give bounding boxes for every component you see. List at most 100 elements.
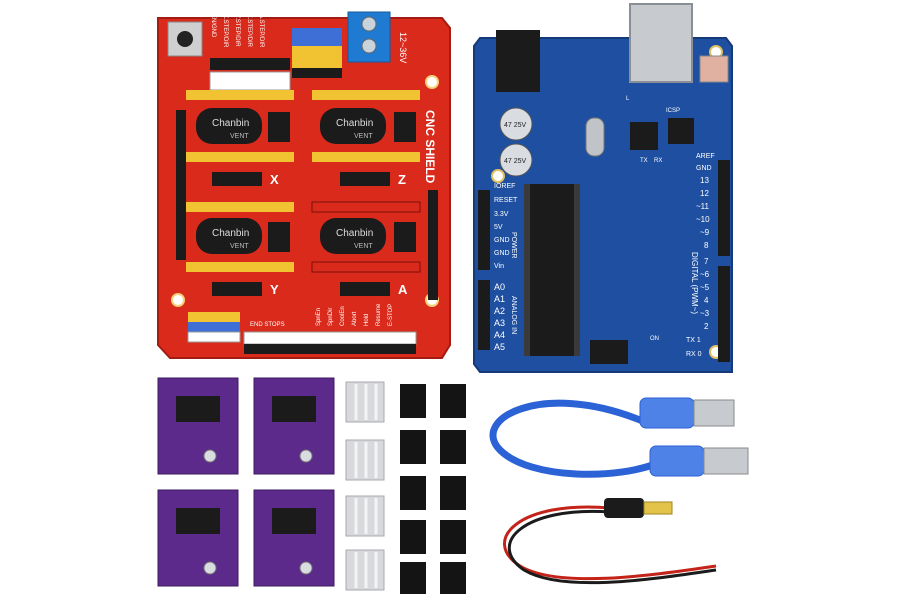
usb-b-connector	[639, 397, 695, 429]
usb-b-metal	[693, 399, 735, 427]
pin-label-z-step: Z.STEP/DIR	[246, 14, 252, 48]
motor-header-a	[340, 282, 390, 296]
usb-a-metal	[703, 447, 749, 475]
uno-label-tx: TX 1	[686, 337, 701, 344]
bottom-black-header	[244, 344, 416, 354]
driver-socket-a	[311, 201, 421, 273]
stepper-driver	[253, 377, 335, 475]
uno-small-l: L	[626, 96, 630, 102]
axis-label-a: A	[398, 282, 408, 297]
side-pin-header	[428, 190, 438, 300]
cnc-mount-hole	[425, 75, 439, 89]
motor-header-z	[340, 172, 390, 186]
pin-label-hold: Hold	[364, 314, 370, 326]
uno-label-gnd-r: GND	[696, 165, 712, 172]
driver-socket-x	[186, 90, 294, 162]
uno-label-d8: 8	[704, 241, 709, 250]
uno-label-d11: ~11	[696, 202, 710, 211]
jumper-cap	[440, 476, 466, 510]
uno-capacitor: 47 25V	[499, 143, 533, 177]
svg-text:VENT: VENT	[354, 133, 373, 140]
uno-small-on: ON	[650, 336, 659, 342]
motor-header-y	[212, 282, 262, 296]
jumper-cap	[400, 384, 426, 418]
uno-label-vin: Vin	[494, 263, 504, 270]
jumper-cap	[440, 430, 466, 464]
uno-section-analog: ANALOG IN	[510, 296, 517, 334]
uno-label-d10: ~10	[696, 215, 710, 224]
svg-text:Chanbin: Chanbin	[336, 228, 373, 239]
stepper-driver	[157, 377, 239, 475]
uno-mount-hole	[491, 169, 505, 183]
uno-label-3v3: 3.3V	[494, 211, 509, 218]
reset-switch	[699, 55, 729, 83]
capacitor: Chanbin VENT	[320, 108, 386, 144]
pin-label-x-step: X.STEP/DIR	[222, 14, 228, 48]
usb-interface-chip	[630, 122, 658, 150]
analog-header	[478, 280, 490, 350]
stepper-driver	[157, 489, 239, 587]
endstop-header	[187, 312, 241, 343]
heatsink	[345, 381, 385, 423]
jumper-cap	[440, 384, 466, 418]
jumper-cap	[400, 520, 426, 554]
uno-section-digital: DIGITAL (PWM~)	[690, 252, 699, 314]
digital-header-lower	[718, 266, 730, 362]
bottom-white-header	[243, 331, 417, 345]
driver-socket-y	[186, 202, 294, 272]
pin-label-en-gnd: EN/GND	[210, 14, 216, 38]
uno-small-icsp: ICSP	[666, 108, 680, 114]
jumper-cap	[400, 562, 426, 594]
pin-label-estop: E-STOP	[388, 304, 394, 326]
icsp-header-bottom	[590, 340, 628, 364]
uno-section-power: POWER	[510, 232, 517, 258]
jumper-header-top	[292, 28, 342, 78]
cnc-shield-title: CNC SHIELD	[423, 110, 437, 184]
jumper-cap	[440, 562, 466, 594]
uno-label-ioref: IOREF	[494, 183, 515, 190]
atmega-socket-left	[524, 184, 530, 356]
side-pin-header	[176, 110, 186, 260]
dc-power-jack	[496, 30, 540, 92]
capacitor: Chanbin VENT	[196, 108, 262, 144]
axis-label-z: Z	[398, 172, 406, 187]
uno-label-a0: A0	[494, 282, 505, 292]
jumper-cap	[400, 476, 426, 510]
microstep-header	[268, 112, 290, 142]
pin-label-resume: Resume	[376, 303, 382, 326]
cnc-mount-hole	[171, 293, 185, 307]
crystal-oscillator	[585, 117, 605, 157]
pin-label-endstops: END STOPS	[250, 322, 285, 328]
jumper-cap	[440, 520, 466, 554]
uno-label-a5: A5	[494, 342, 505, 352]
power-screw-terminal	[347, 11, 391, 63]
capacitor: Chanbin VENT	[196, 218, 262, 254]
svg-text:VENT: VENT	[230, 133, 249, 140]
digital-header-upper	[718, 160, 730, 256]
heatsink	[345, 549, 385, 591]
uno-label-a3: A3	[494, 318, 505, 328]
uno-small-tx: TX	[640, 158, 648, 164]
uno-label-d4: 4	[704, 296, 709, 305]
svg-text:VENT: VENT	[354, 243, 373, 250]
cnc-shield-board: 12~36V Chanbin VENT Chanbin VENT	[157, 11, 451, 359]
atmega-chip	[530, 184, 574, 356]
atmega-socket-right	[574, 184, 580, 356]
uno-label-a2: A2	[494, 306, 505, 316]
arduino-uno-board: 47 25V 47 25V IOREF RESET 3.3V 5V GND GN…	[473, 3, 733, 373]
usb-a-connector	[649, 445, 705, 477]
uno-label-d12: 12	[700, 189, 709, 198]
motor-header-x	[212, 172, 262, 186]
uno-small-rx: RX	[654, 158, 662, 164]
pin-label-spndir: SpnDir	[328, 308, 334, 326]
usb-cable	[489, 397, 749, 478]
pin-label-abort: Abort	[352, 311, 358, 326]
uno-label-gnd-2: GND	[494, 250, 510, 257]
driver-socket-z	[312, 90, 420, 162]
uno-label-d2: 2	[704, 322, 709, 331]
dc-barrel-plug	[604, 498, 644, 518]
microstep-header	[268, 222, 290, 252]
svg-text:VENT: VENT	[230, 243, 249, 250]
reset-button	[167, 21, 203, 57]
